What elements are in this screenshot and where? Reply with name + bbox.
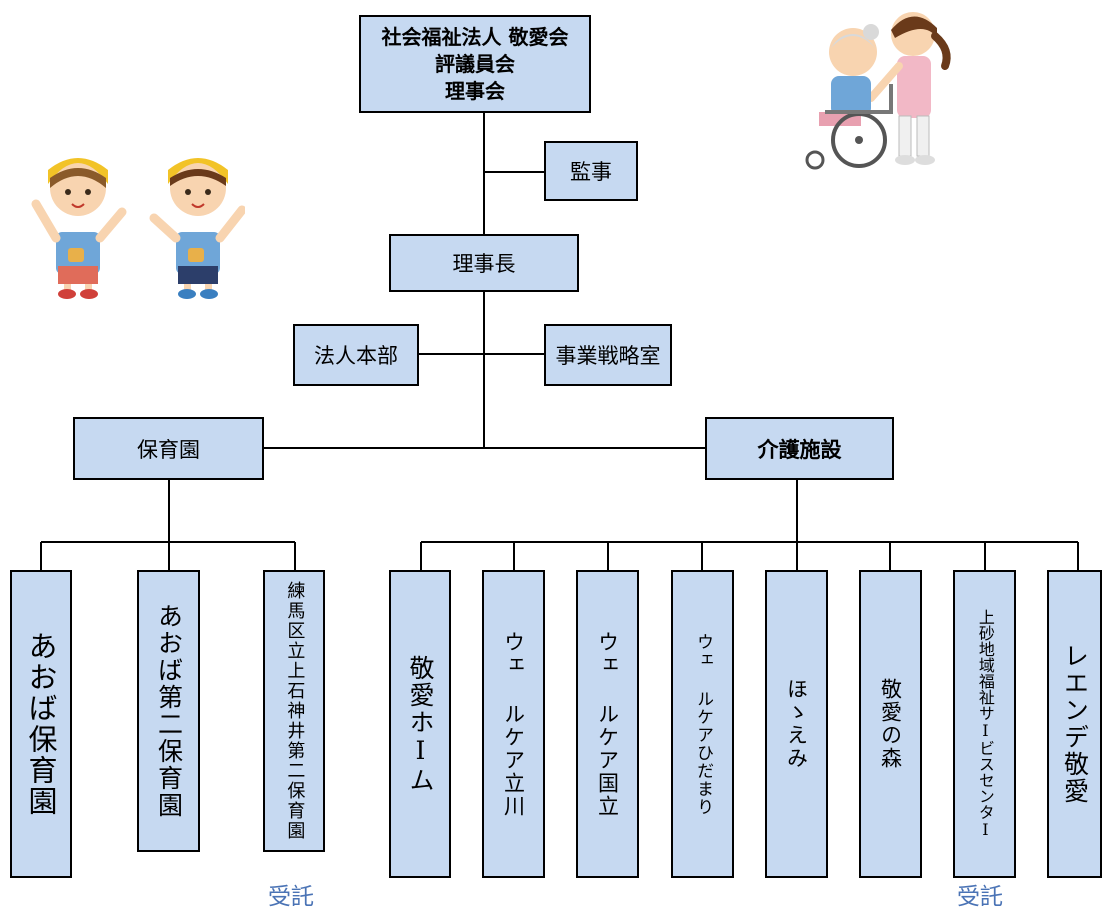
- board-box: 社会福祉法人 敬愛会 評議員会 理事会: [359, 15, 591, 113]
- caregiver-illustration: [805, 12, 951, 170]
- outsourced-note-left: 受託: [268, 884, 314, 910]
- hq-box: 法人本部: [293, 324, 419, 386]
- children-illustration: [31, 158, 245, 299]
- facility-wellcare-hidamari-label: ウェ ルケアひだまり: [693, 632, 713, 816]
- hq-label: 法人本部: [314, 344, 398, 368]
- chairman-box: 理事長: [389, 234, 579, 292]
- care-label: 介護施設: [757, 437, 842, 462]
- facility-wellcare-kunitachi-label: ウェ ルケア国立: [595, 630, 620, 818]
- nursery-aoba-2: あおば第二保育園: [137, 570, 200, 852]
- board-label: 理事会: [445, 78, 505, 103]
- auditor-box: 監事: [544, 141, 638, 201]
- facility-reende-keiai-label: レエンデ敬愛: [1060, 643, 1090, 805]
- care-box: 介護施設: [705, 417, 894, 480]
- facility-sunagawa-center-label: 上砂地域福祉サIビスセンタI: [975, 609, 995, 839]
- council-label: 評議員会: [435, 51, 515, 76]
- facility-keiai-mori-label: 敬愛の森: [878, 678, 903, 770]
- facility-sunagawa-center: 上砂地域福祉サIビスセンタI: [953, 570, 1016, 878]
- nursery-aoba-2-label: あおば第二保育園: [154, 603, 184, 819]
- nursery-aoba-label: あおば保育園: [24, 631, 58, 817]
- nursery-nerima-label: 練馬区立上石神井第二保育園: [284, 581, 306, 841]
- auditor-label: 監事: [570, 160, 612, 184]
- nursery-box: 保育園: [73, 417, 264, 480]
- facility-keiai-home-label: 敬愛ホIム: [406, 654, 435, 794]
- nursery-label: 保育園: [137, 437, 200, 462]
- nursery-nerima: 練馬区立上石神井第二保育園: [263, 570, 325, 852]
- facility-wellcare-kunitachi: ウェ ルケア国立: [576, 570, 639, 878]
- facility-wellcare-tachikawa: ウェ ルケア立川: [482, 570, 545, 878]
- facility-keiai-mori: 敬愛の森: [859, 570, 922, 878]
- facility-hohoemi: ほゝえみ: [765, 570, 828, 878]
- facility-wellcare-hidamari: ウェ ルケアひだまり: [671, 570, 734, 878]
- facility-hohoemi-label: ほゝえみ: [784, 678, 809, 770]
- nursery-aoba: あおば保育園: [10, 570, 72, 878]
- strategy-label: 事業戦略室: [555, 344, 661, 368]
- facility-keiai-home: 敬愛ホIム: [389, 570, 451, 878]
- chairman-label: 理事長: [452, 252, 516, 276]
- strategy-box: 事業戦略室: [544, 324, 672, 386]
- facility-wellcare-tachikawa-label: ウェ ルケア立川: [501, 630, 526, 818]
- facility-reende-keiai: レエンデ敬愛: [1047, 570, 1102, 878]
- org-name: 社会福祉法人 敬愛会: [381, 24, 569, 49]
- outsourced-note-right: 受託: [957, 884, 1003, 910]
